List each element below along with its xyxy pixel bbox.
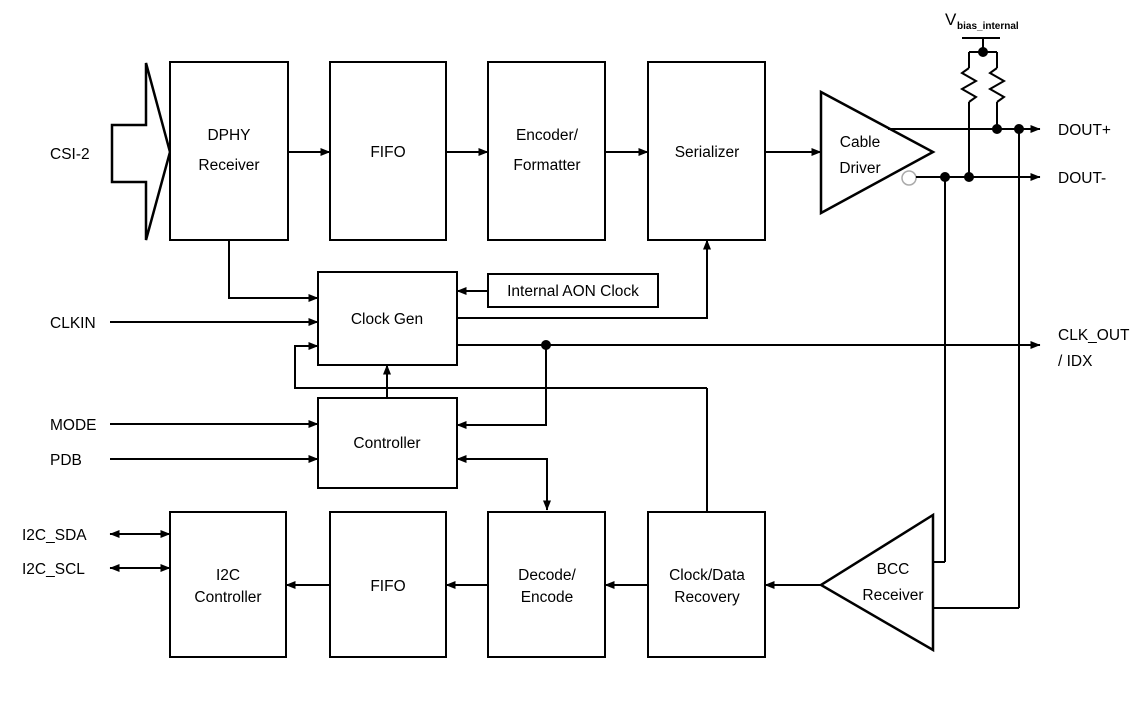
supply-label-vbias-subscript: bias_internal xyxy=(957,21,1019,32)
junction-dot-dout-n-resistor xyxy=(964,172,974,182)
block-label-decode-line2: Encode xyxy=(521,589,574,606)
input-label-pdb: PDB xyxy=(50,452,82,469)
connection-cdr-to-clockgen-feedback xyxy=(294,342,707,389)
input-label-csi2: CSI-2 xyxy=(50,146,90,163)
block-decode-encode[interactable]: Decode/ Encode xyxy=(487,511,606,658)
block-label-i2c-line2: Controller xyxy=(194,589,261,606)
block-internal-aon-clock[interactable]: Internal AON Clock xyxy=(487,273,659,308)
amp-label-bcc-line2: Receiver xyxy=(862,587,923,604)
io-label-i2c-scl: I2C_SCL xyxy=(22,561,85,578)
block-label-decode-line1: Decode/ xyxy=(518,567,576,584)
block-encoder-formatter[interactable]: Encoder/ Formatter xyxy=(487,61,606,241)
inverting-bubble-icon xyxy=(901,170,917,186)
output-label-dout-p: DOUT+ xyxy=(1058,122,1111,139)
block-controller[interactable]: Controller xyxy=(317,397,458,489)
output-label-dout-n: DOUT- xyxy=(1058,170,1106,187)
input-label-mode: MODE xyxy=(50,417,97,434)
block-label-cdr-line2: Recovery xyxy=(674,589,740,606)
input-label-clkin: CLKIN xyxy=(50,315,96,332)
supply-label-vbias-base: V xyxy=(945,10,957,29)
csi2-input-funnel xyxy=(110,62,172,241)
junction-dot-dout-p-resistor xyxy=(992,124,1002,134)
resistor-dout-n xyxy=(959,52,979,177)
block-label-fifo-tx: FIFO xyxy=(370,144,405,161)
block-label-dphy-line2: Receiver xyxy=(198,157,259,174)
block-fifo-tx[interactable]: FIFO xyxy=(329,61,447,241)
output-label-clk-out-line2: / IDX xyxy=(1058,353,1093,370)
block-clock-data-recovery[interactable]: Clock/Data Recovery xyxy=(647,511,766,658)
output-net-dout-p xyxy=(888,124,1041,609)
connection-controller-to-decode xyxy=(456,455,551,511)
block-label-internal-aon-clock: Internal AON Clock xyxy=(507,283,639,300)
output-label-clk-out-line1: CLK_OUT xyxy=(1058,327,1130,344)
block-label-cdr-line1: Clock/Data xyxy=(669,567,745,584)
amp-label-cable-driver-line2: Driver xyxy=(839,160,880,177)
block-clock-gen[interactable]: Clock Gen xyxy=(317,271,458,366)
amplifier-bcc-receiver[interactable]: BCC Receiver xyxy=(818,512,935,653)
connection-clockgen-to-clkout xyxy=(456,340,1041,429)
block-label-clock-gen: Clock Gen xyxy=(351,311,423,328)
block-label-controller: Controller xyxy=(353,435,420,452)
amplifier-cable-driver[interactable]: Cable Driver xyxy=(819,89,936,216)
block-dphy-receiver[interactable]: DPHY Receiver xyxy=(169,61,289,241)
block-label-fifo-rx: FIFO xyxy=(370,578,405,595)
connection-dphy-to-clockgen xyxy=(228,240,319,302)
block-label-encoder-line2: Formatter xyxy=(513,157,580,174)
block-label-serializer: Serializer xyxy=(675,144,740,161)
block-label-dphy-line1: DPHY xyxy=(207,127,250,144)
block-label-i2c-line1: I2C xyxy=(216,567,240,584)
io-label-i2c-sda: I2C_SDA xyxy=(22,527,87,544)
amp-label-bcc-line1: BCC xyxy=(877,561,910,578)
output-net-dout-n xyxy=(916,172,1041,563)
connection-clockgen-to-serializer xyxy=(457,239,711,319)
resistor-dout-p xyxy=(987,52,1007,129)
block-serializer[interactable]: Serializer xyxy=(647,61,766,241)
block-fifo-rx[interactable]: FIFO xyxy=(329,511,447,658)
supply-vbias-internal: V bias_internal xyxy=(945,10,1019,177)
amp-label-cable-driver-line1: Cable xyxy=(840,134,881,151)
block-label-encoder-line1: Encoder/ xyxy=(516,127,579,144)
block-i2c-controller[interactable]: I2C Controller xyxy=(169,511,287,658)
